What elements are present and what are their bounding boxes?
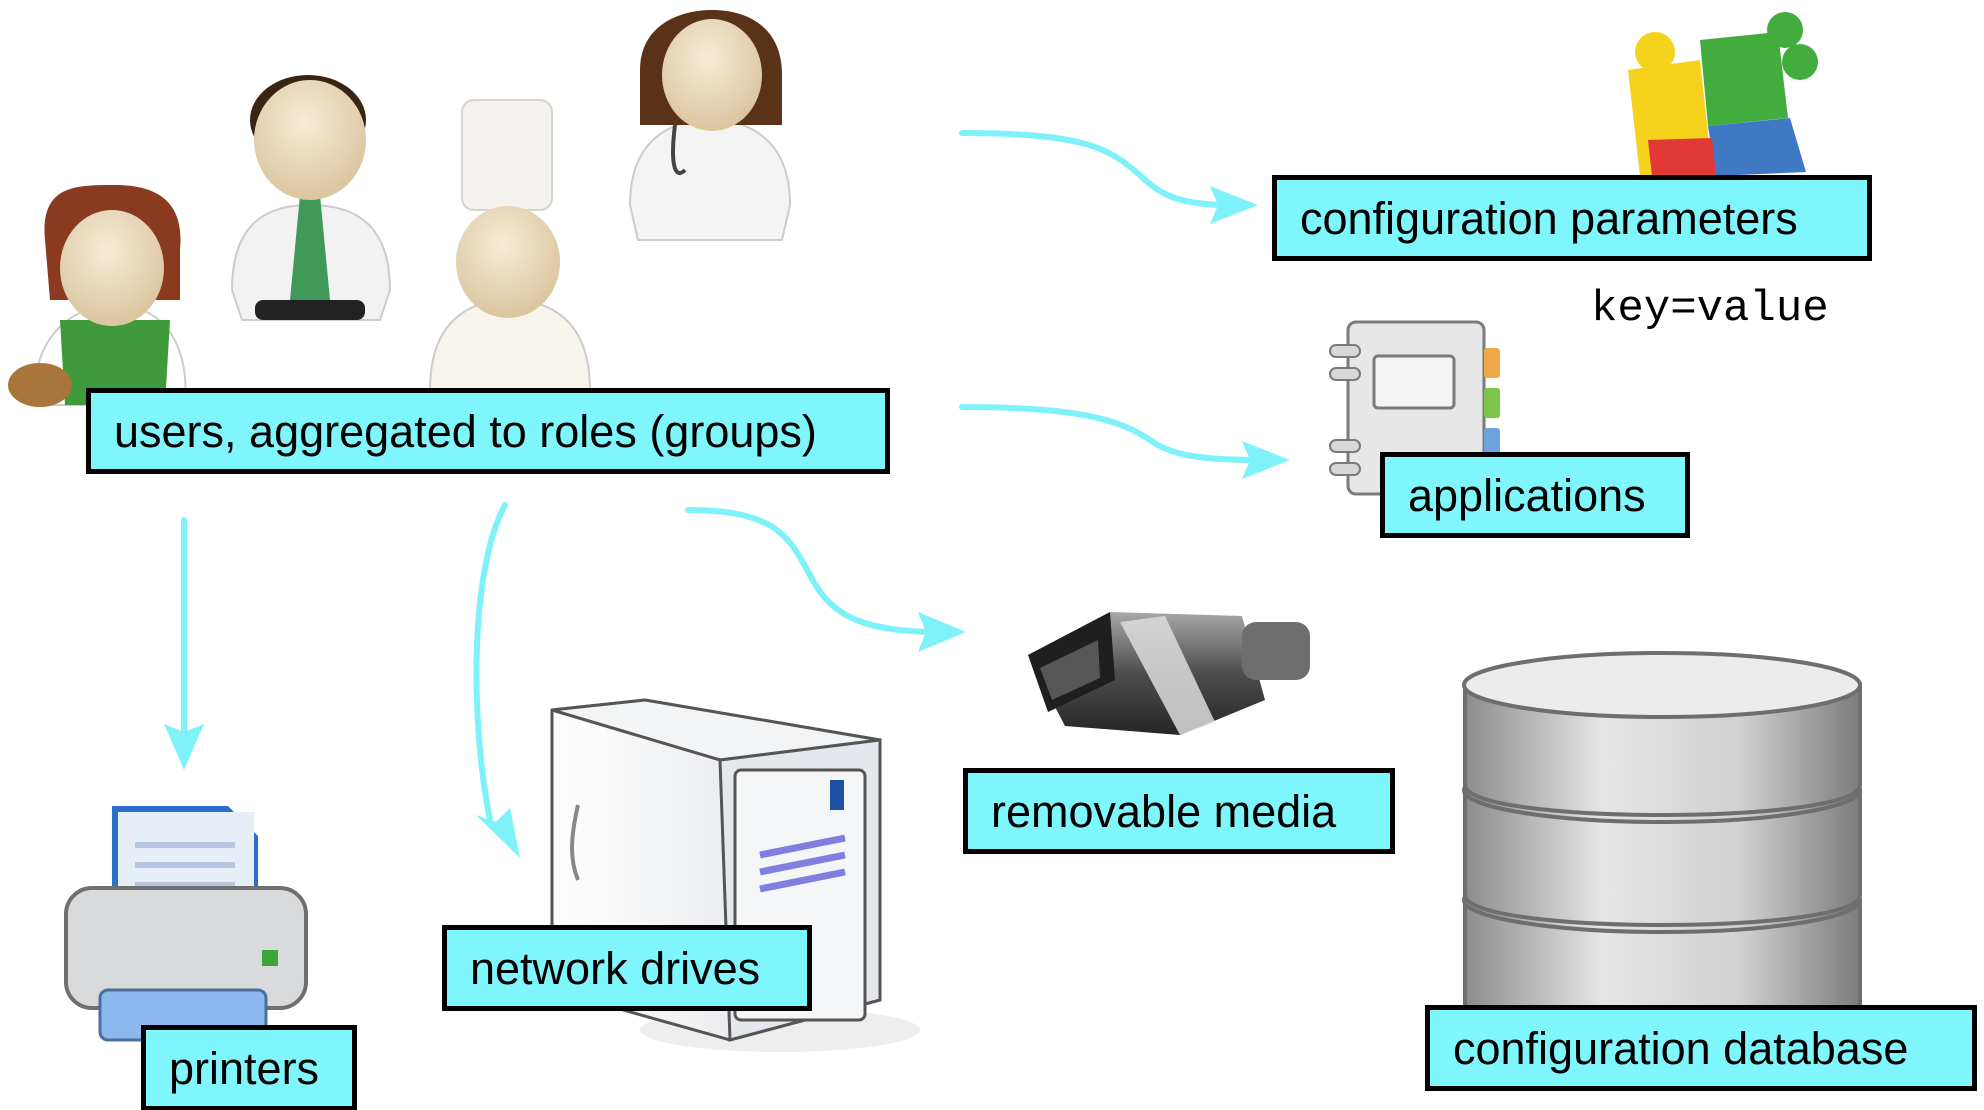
arrow-to-network-drives: [473, 502, 508, 823]
arrows: [181, 130, 1263, 823]
arrow-to-applications: [959, 404, 1263, 463]
painter-user-icon: [8, 185, 187, 407]
arrow-to-config-params: [959, 130, 1233, 208]
users-roles-label: users, aggregated to roles (groups): [86, 388, 890, 474]
chef-user-icon: [428, 99, 592, 391]
usb-stick-icon: [1028, 612, 1310, 735]
applications-label: applications: [1380, 452, 1690, 538]
arrowhead-removable-media: [918, 612, 966, 652]
arrowhead-printers: [164, 724, 204, 770]
arrowhead-config-params: [1210, 186, 1258, 224]
arrowhead-applications: [1242, 441, 1290, 479]
notebook-icon: [1329, 320, 1500, 496]
arrowhead-network-drives: [476, 808, 520, 858]
config-params-label: configuration parameters: [1272, 175, 1872, 261]
puzzle-icon: [1628, 12, 1818, 176]
removable-media-label: removable media: [963, 768, 1395, 854]
arrowheads: [164, 186, 1290, 858]
printers-label: printers: [141, 1025, 357, 1110]
doctor-user-icon: [628, 10, 792, 241]
key-value-text: key=value: [1591, 284, 1829, 334]
network-drives-label: network drives: [442, 925, 812, 1011]
office-user-icon: [230, 75, 392, 321]
config-database-label: configuration database: [1425, 1005, 1977, 1091]
arrow-to-removable-media: [685, 507, 933, 635]
printer-icon: [64, 806, 308, 1042]
